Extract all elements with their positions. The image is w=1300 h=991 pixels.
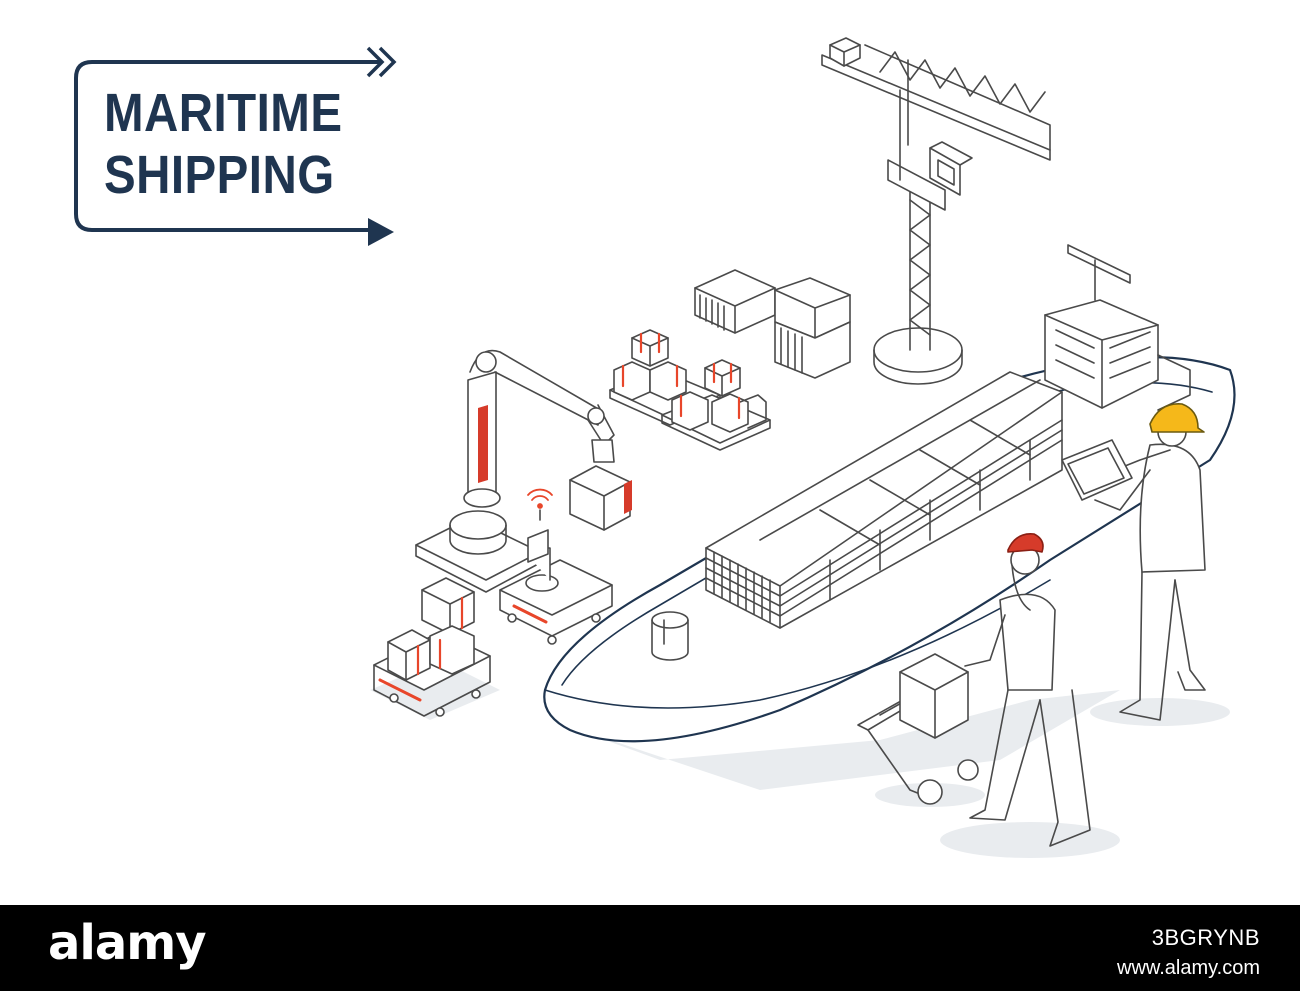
- robotic-arm: [415, 349, 631, 593]
- agv-accents: [378, 604, 548, 702]
- title-frame: MARITIME SHIPPING: [0, 0, 420, 250]
- footer-url: www.alamy.com: [1117, 957, 1260, 979]
- pallet-straps: [621, 332, 741, 420]
- title-line-1: MARITIME: [104, 83, 343, 143]
- footer-brand: alamy: [48, 915, 207, 971]
- box-straps: [416, 596, 464, 676]
- shipping-containers: [694, 269, 851, 379]
- robotic-arm-accents: [478, 405, 632, 514]
- footer-image-code: 3BGRYNB: [1151, 925, 1260, 950]
- worker-with-tablet: [1061, 417, 1206, 721]
- wifi-beacon-icon: [527, 488, 553, 509]
- watermark-footer: alamy 3BGRYNB www.alamy.com: [0, 905, 1300, 991]
- maritime-illustration: [370, 37, 1236, 858]
- title-arrow-frame: [74, 46, 397, 246]
- agv-cart-beacon: [499, 509, 613, 645]
- title-line-2: SHIPPING: [104, 145, 335, 205]
- container-ship: [543, 244, 1236, 743]
- yellow-hardhat-icon: [1149, 403, 1205, 433]
- worker-with-handtruck: [857, 545, 1091, 847]
- tower-crane: [821, 37, 1051, 385]
- red-cap-icon: [1007, 533, 1044, 553]
- cargo-pallets: [609, 329, 771, 451]
